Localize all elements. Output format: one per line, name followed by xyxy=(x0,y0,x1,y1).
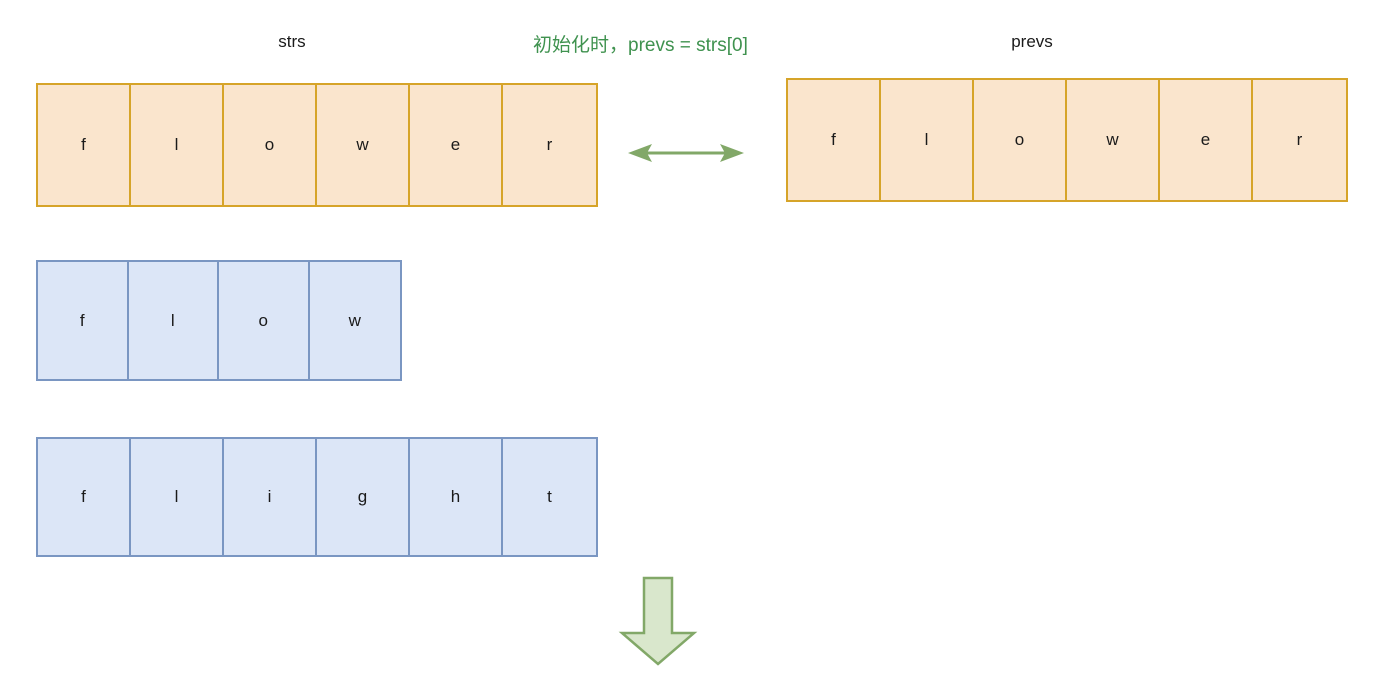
array-cell: h xyxy=(410,439,503,555)
array-cell: l xyxy=(131,85,224,205)
array-label-prevs: prevs xyxy=(1011,32,1053,51)
array-flow: f l o w xyxy=(36,260,402,381)
array-cell: l xyxy=(881,80,974,200)
array-cell: t xyxy=(503,439,596,555)
array-cell: g xyxy=(317,439,410,555)
array-cell: i xyxy=(224,439,317,555)
array-cell: e xyxy=(410,85,503,205)
array-cell: o xyxy=(974,80,1067,200)
array-label-strs: strs xyxy=(278,32,306,51)
array-cell: r xyxy=(503,85,596,205)
array-cell: f xyxy=(38,85,131,205)
array-cell: r xyxy=(1253,80,1346,200)
array-cell: f xyxy=(788,80,881,200)
array-flight: f l i g h t xyxy=(36,437,598,557)
array-strs: f l o w e r xyxy=(36,83,598,207)
array-cell: f xyxy=(38,439,131,555)
array-cell: l xyxy=(128,262,219,379)
array-cell: w xyxy=(309,262,400,379)
array-cell: o xyxy=(224,85,317,205)
down-arrow-icon xyxy=(618,576,698,666)
bidirectional-arrow-icon xyxy=(628,144,744,162)
array-cell: l xyxy=(131,439,224,555)
array-cell: w xyxy=(317,85,410,205)
array-cell: e xyxy=(1160,80,1253,200)
array-cell: w xyxy=(1067,80,1160,200)
annotation-initialization: 初始化时，prevs = strs[0] xyxy=(533,35,748,56)
array-prevs: f l o w e r xyxy=(786,78,1348,202)
array-cell: o xyxy=(219,262,310,379)
array-cell: f xyxy=(38,262,129,379)
